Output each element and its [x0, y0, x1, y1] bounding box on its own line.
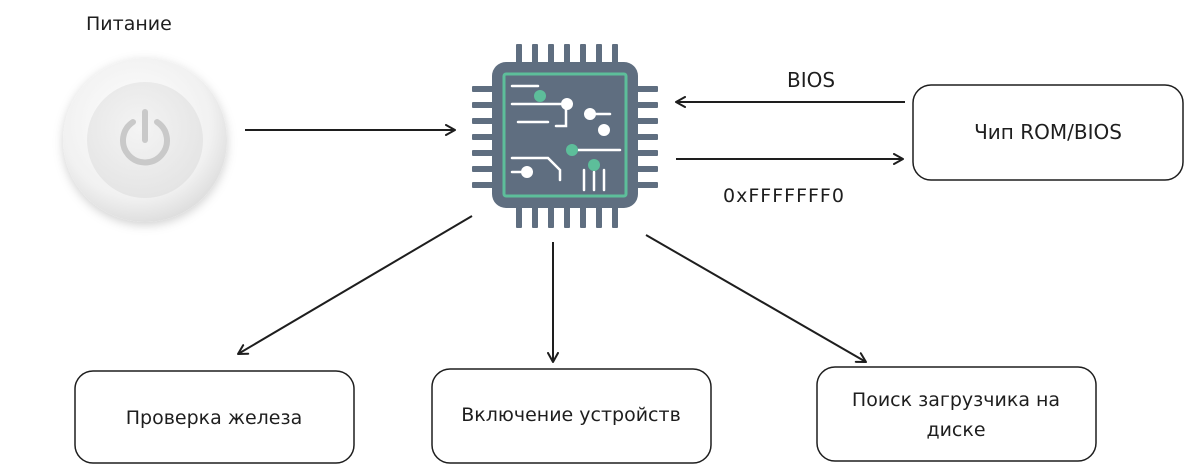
address-arrow-label: 0xFFFFFFF0	[723, 185, 845, 207]
bios-arrow-label: BIOS	[787, 68, 835, 92]
step-bootloader-search-label-line2: диске	[926, 419, 985, 441]
power-label: Питание	[86, 13, 172, 35]
rom-bios-chip-label: Чип ROM/BIOS	[974, 120, 1122, 144]
step-bootloader-search-label-line1: Поиск загрузчика на	[852, 389, 1060, 411]
rom-bios-chip-box: Чип ROM/BIOS	[912, 84, 1184, 181]
power-button[interactable]	[63, 58, 227, 222]
arrow-cpu-to-hardware-check	[237, 215, 473, 355]
step-device-init-box: Включение устройств	[431, 368, 712, 464]
step-hardware-check-box: Проверка железа	[74, 370, 355, 464]
step-bootloader-search-box: Поиск загрузчика на диске	[816, 366, 1097, 462]
cpu-chip-icon	[472, 44, 658, 228]
step-device-init-label: Включение устройств	[461, 404, 681, 426]
arrow-cpu-to-bootloader-search	[645, 234, 867, 363]
step-hardware-check-label: Проверка железа	[126, 407, 302, 429]
power-icon	[120, 109, 170, 166]
